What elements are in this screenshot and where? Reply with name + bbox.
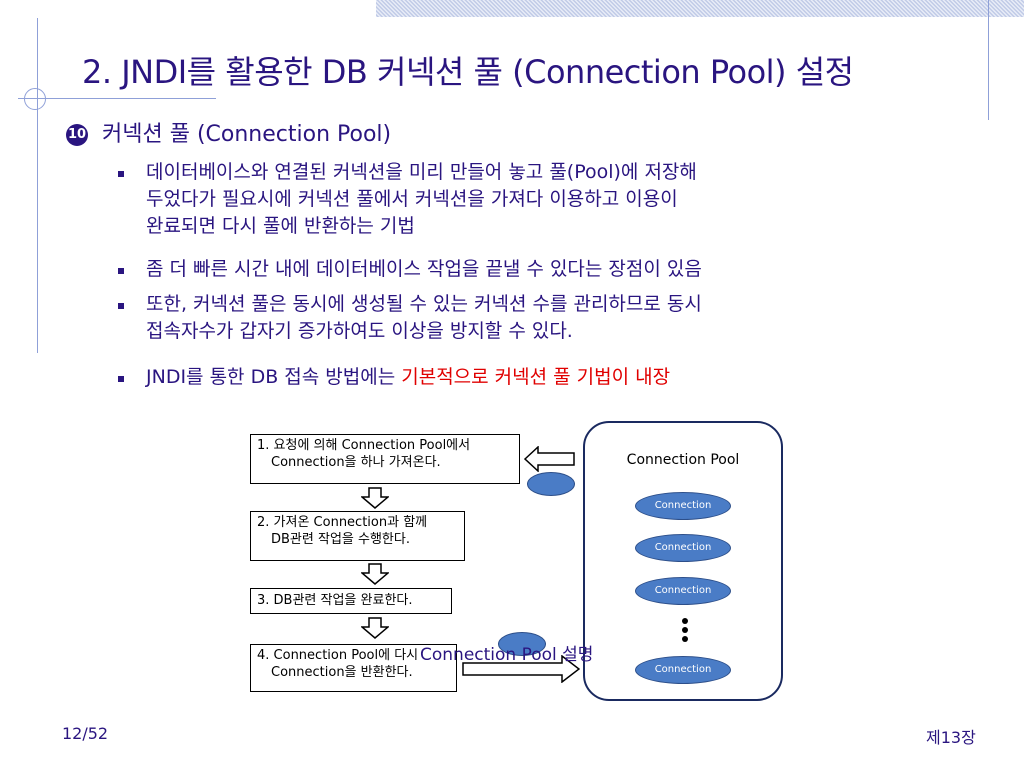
pool-title: Connection Pool [626,452,740,468]
square-bullet-icon [118,171,124,177]
moving-connection-oval [498,632,546,656]
step-line: 4. Connection Pool에 다시 [257,648,419,663]
connection-oval: Connection [635,656,731,684]
down-arrow-icon [361,617,389,639]
down-arrow-icon [361,487,389,509]
bullet-text: JNDI를 통한 DB 접속 방법에는 [146,366,402,388]
bullet-line: 접속자수가 갑자기 증가하여도 이상을 방지할 수 있다. [146,320,573,342]
bullet-line: 완료되면 다시 풀에 반환하는 기법 [146,215,415,237]
header-pattern [376,0,1024,17]
frame-line-right [988,0,989,120]
diagram-caption: Connection Pool 설명 [420,645,594,665]
bullet-line: 또한, 커넥션 풀은 동시에 생성될 수 있는 커넥션 수를 관리하므로 동시 [146,293,702,315]
frame-line-title [18,98,216,99]
step-box-3: 3. DB관련 작업을 완료한다. [250,588,452,614]
square-bullet-icon [118,268,124,274]
step-line: Connection을 반환한다. [271,665,413,680]
step-line: 3. DB관련 작업을 완료한다. [257,593,413,608]
moving-connection-oval [527,472,575,496]
ellipsis-dot [682,618,688,624]
bullet-item-1: 데이터베이스와 연결된 커넥션을 미리 만들어 놓고 풀(Pool)에 저장해 … [146,159,966,240]
step-box-2: 2. 가져온 Connection과 함께 DB관련 작업을 수행한다. [250,511,465,561]
bullet-line: 두었다가 필요시에 커넥션 풀에서 커넥션을 가져다 이용하고 이용이 [146,188,678,210]
square-bullet-icon [118,376,124,382]
bullet-line: 데이터베이스와 연결된 커넥션을 미리 만들어 놓고 풀(Pool)에 저장해 [146,161,697,183]
frame-line-left [37,18,38,353]
step-line: 1. 요청에 의해 Connection Pool에서 [257,438,471,453]
page-number: 12/52 [62,724,109,743]
step-box-4: 4. Connection Pool에 다시 Connection을 반환한다. [250,644,457,692]
step-line: DB관련 작업을 수행한다. [271,532,410,547]
bullet-item-4: JNDI를 통한 DB 접속 방법에는 기본적으로 커넥션 풀 기법이 내장 [146,364,966,391]
bullet-heading: 커넥션 풀 (Connection Pool) [102,122,392,147]
highlight-text: 기본적으로 커넥션 풀 기법이 내장 [401,366,671,388]
bullet-item-2: 좀 더 빠른 시간 내에 데이터베이스 작업을 끝낼 수 있다는 장점이 있음 [146,256,966,283]
down-arrow-icon [361,563,389,585]
frame-circle [24,88,46,110]
ellipsis-dot [682,627,688,633]
bullet-line: 좀 더 빠른 시간 내에 데이터베이스 작업을 끝낼 수 있다는 장점이 있음 [146,258,702,280]
chapter-label: 제13장 [926,728,976,747]
connection-oval: Connection [635,534,731,562]
bullet-item-3: 또한, 커넥션 풀은 동시에 생성될 수 있는 커넥션 수를 관리하므로 동시 … [146,291,966,345]
slide-title: 2. JNDI를 활용한 DB 커넥션 풀 (Connection Pool) … [82,53,854,91]
step-line: 2. 가져온 Connection과 함께 [257,515,428,530]
left-arrow-icon [524,446,575,472]
right-arrow-icon [462,655,580,683]
step-line: Connection을 하나 가져온다. [271,455,441,470]
connection-oval: Connection [635,577,731,605]
ellipsis-dot [682,636,688,642]
numbered-bullet-icon: 10 [66,124,88,146]
step-box-1: 1. 요청에 의해 Connection Pool에서 Connection을 … [250,434,520,484]
connection-oval: Connection [635,492,731,520]
square-bullet-icon [118,303,124,309]
